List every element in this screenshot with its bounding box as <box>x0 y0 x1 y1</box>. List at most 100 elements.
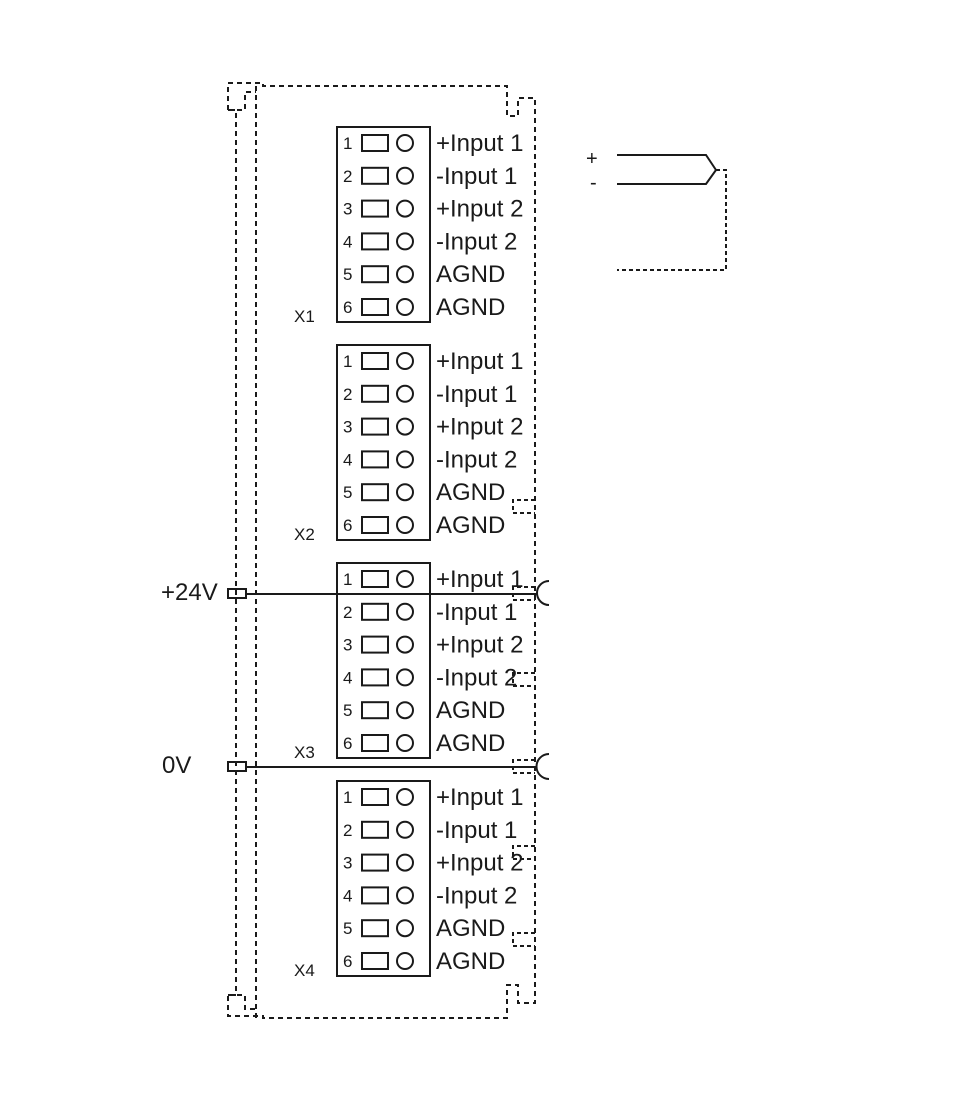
pin-signal-label: -Input 1 <box>436 817 517 844</box>
pin-number: 1 <box>343 352 352 371</box>
pin-number: 5 <box>343 265 352 284</box>
terminal-clamp-icon <box>361 450 389 469</box>
pin-signal-label: +Input 2 <box>436 850 523 877</box>
connector-label: X2 <box>294 525 315 544</box>
housing-notch-x4-top <box>512 845 535 860</box>
pin-signal-label: AGND <box>436 479 505 506</box>
terminal-screw-icon <box>396 919 414 938</box>
terminal-screw-icon <box>396 635 414 654</box>
pin-number: 2 <box>343 603 352 622</box>
connector-label: X1 <box>294 307 315 326</box>
connector-body <box>336 562 431 759</box>
pin-number: 1 <box>343 570 352 589</box>
pin-signal-label: AGND <box>436 948 505 975</box>
terminal-screw-icon <box>396 701 414 720</box>
pin-number: 6 <box>343 298 352 317</box>
terminal-clamp-icon <box>361 570 389 588</box>
housing-bottom-latch <box>228 994 256 1010</box>
terminal-screw-icon <box>396 788 414 806</box>
rail-24v-bridge-contact <box>536 580 550 606</box>
pin-signal-label: AGND <box>436 697 505 724</box>
terminal-clamp-icon <box>361 635 389 654</box>
rail-0v-label: 0V <box>162 752 191 779</box>
terminal-clamp-icon <box>361 952 389 970</box>
pin-signal-label: +Input 2 <box>436 414 523 441</box>
terminal-screw-icon <box>396 232 414 251</box>
housing-notch-x2 <box>512 499 535 514</box>
terminal-screw-icon <box>396 820 414 839</box>
pin-number: 6 <box>343 734 352 753</box>
terminal-screw-icon <box>396 384 414 403</box>
terminal-screw-icon <box>396 570 414 588</box>
connector-body <box>336 780 431 977</box>
pin-signal-label: -Input 2 <box>436 664 517 691</box>
pin-signal-label: AGND <box>436 294 505 321</box>
pin-signal-label: +Input 1 <box>436 784 523 811</box>
pin-signal-label: +Input 2 <box>436 632 523 659</box>
rail-24v-label: +24V <box>161 579 218 606</box>
terminal-screw-icon <box>396 450 414 469</box>
module-housing-outline <box>227 82 536 1019</box>
terminal-screw-icon <box>396 265 414 284</box>
connector-body <box>336 126 431 323</box>
terminal-screw-icon <box>396 417 414 436</box>
terminal-clamp-icon <box>361 134 389 152</box>
pin-number: 1 <box>343 788 352 807</box>
housing-notch-x4-bottom <box>512 932 535 947</box>
pin-signal-label: -Input 1 <box>436 599 517 626</box>
pin-signal-label: +Input 2 <box>436 196 523 223</box>
terminal-clamp-icon <box>361 668 389 687</box>
terminal-screw-icon <box>396 199 414 218</box>
terminal-clamp-icon <box>361 886 389 905</box>
sensor-minus-label: - <box>590 172 597 194</box>
pin-number: 5 <box>343 919 352 938</box>
terminal-screw-icon <box>396 886 414 905</box>
sensor-plus-label: + <box>586 148 598 170</box>
pin-number: 6 <box>343 516 352 535</box>
pin-number: 4 <box>343 450 352 469</box>
pin-signal-label: +Input 1 <box>436 130 523 157</box>
terminal-screw-icon <box>396 483 414 502</box>
pin-number: 4 <box>343 232 352 251</box>
pin-signal-label: AGND <box>436 730 505 757</box>
terminal-screw-icon <box>396 668 414 687</box>
pin-number: 4 <box>343 668 352 687</box>
pin-number: 3 <box>343 636 352 655</box>
terminal-clamp-icon <box>361 384 389 403</box>
terminal-clamp-icon <box>361 919 389 938</box>
pin-number: 2 <box>343 821 352 840</box>
terminal-clamp-icon <box>361 166 389 185</box>
pin-signal-label: AGND <box>436 512 505 539</box>
terminal-clamp-icon <box>361 820 389 839</box>
pin-signal-label: -Input 2 <box>436 882 517 909</box>
terminal-clamp-icon <box>361 788 389 806</box>
terminal-screw-icon <box>396 516 414 534</box>
housing-top-latch <box>228 91 256 111</box>
pin-number: 3 <box>343 200 352 219</box>
terminal-screw-icon <box>396 134 414 152</box>
connector-body <box>336 344 431 541</box>
terminal-screw-icon <box>396 166 414 185</box>
pin-signal-label: -Input 2 <box>436 228 517 255</box>
terminal-clamp-icon <box>361 483 389 502</box>
terminal-screw-icon <box>396 734 414 752</box>
terminal-clamp-icon <box>361 734 389 752</box>
terminal-clamp-icon <box>361 232 389 251</box>
sensor-shield <box>617 169 727 271</box>
sensor-cable-minus <box>617 169 717 185</box>
terminal-screw-icon <box>396 602 414 621</box>
terminal-screw-icon <box>396 952 414 970</box>
terminal-clamp-icon <box>361 602 389 621</box>
pin-number: 4 <box>343 886 352 905</box>
pin-signal-label: -Input 2 <box>436 446 517 473</box>
pin-number: 2 <box>343 385 352 404</box>
terminal-clamp-icon <box>361 701 389 720</box>
housing-notch-x3-bottom <box>512 672 535 687</box>
pin-signal-label: +Input 1 <box>436 566 523 593</box>
